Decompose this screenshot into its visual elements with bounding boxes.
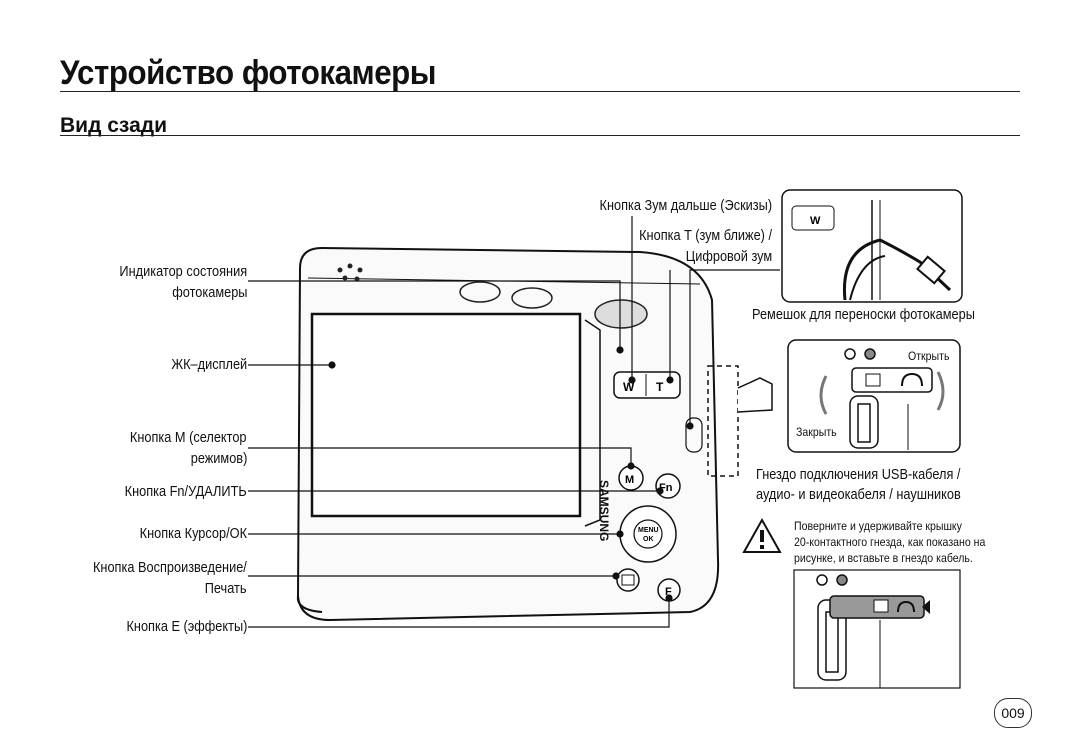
ok-button-shape: [633, 519, 663, 549]
zoom-in-label-2: Цифровой зум: [685, 249, 772, 265]
section-rule: [60, 135, 1020, 136]
page-title: Устройство фотокамеры: [60, 54, 437, 92]
title-rule: [60, 91, 1020, 92]
t-mark: T: [656, 380, 664, 394]
cable-insert-inset: [793, 569, 961, 689]
close-label: Закрыть: [796, 425, 837, 439]
usb-port-label: Гнездо подключения USB-кабеля /: [756, 467, 961, 483]
port-open-close-inset: [787, 339, 961, 453]
speaker-hole: [337, 267, 343, 273]
top-controls: [337, 263, 648, 329]
lcd-screen: [310, 312, 582, 518]
strap-label: Ремешок для переноски фотокамеры: [752, 307, 975, 323]
m-button-label-2: режимов): [190, 451, 247, 467]
e-button-label: Кнопка E (эффекты): [126, 619, 247, 635]
playback-button-shape: [616, 568, 640, 592]
open-label: Открыть: [908, 349, 950, 363]
status-indicator-label: Индикатор состояния: [119, 264, 247, 280]
lcd-label: ЖК–дисплей: [171, 357, 247, 373]
warning-text-1: Поверните и удерживайте крышку: [794, 519, 962, 533]
fn-button-label: Кнопка Fn/УДАЛИТЬ: [124, 484, 247, 500]
side-port-door: [707, 365, 739, 477]
mode-button: [511, 287, 553, 309]
section-title: Вид сзади: [60, 114, 167, 137]
status-indicator-label-2: фотокамеры: [171, 285, 247, 301]
warning-text-2: 20-контактного гнезда, как показано на: [794, 535, 986, 549]
page-number: 009: [994, 698, 1032, 728]
strap-inset: W: [781, 189, 963, 303]
zoom-out-label: Кнопка Зум дальше (Эскизы): [599, 198, 772, 214]
callout-lines: [248, 216, 780, 628]
usb-port-label-2: аудио- и видеокабеля / наушников: [756, 487, 961, 503]
m-button-label: Кнопка М (селектор: [130, 430, 247, 446]
svg-text:OK: OK: [643, 536, 654, 543]
zoom-in-label: Кнопка T (зум ближе) /: [639, 228, 772, 244]
svg-text:F: F: [665, 586, 672, 598]
strap-loop: [685, 417, 703, 453]
svg-text:M: M: [625, 474, 634, 486]
shutter-button: [594, 299, 648, 329]
warning-text-3: рисунке, и вставьте в гнездо кабель.: [794, 551, 973, 565]
svg-text:W: W: [810, 215, 821, 227]
playback-label: Кнопка Воспроизведение/: [93, 560, 247, 576]
cursor-ok-label: Кнопка Курсор/ОК: [139, 526, 247, 542]
warning-icon: [742, 517, 782, 553]
svg-text:MENU: MENU: [638, 527, 659, 534]
brand-logo: SAMSUNG: [597, 480, 611, 541]
power-button: [459, 281, 501, 303]
playback-label-2: Печать: [205, 581, 247, 597]
